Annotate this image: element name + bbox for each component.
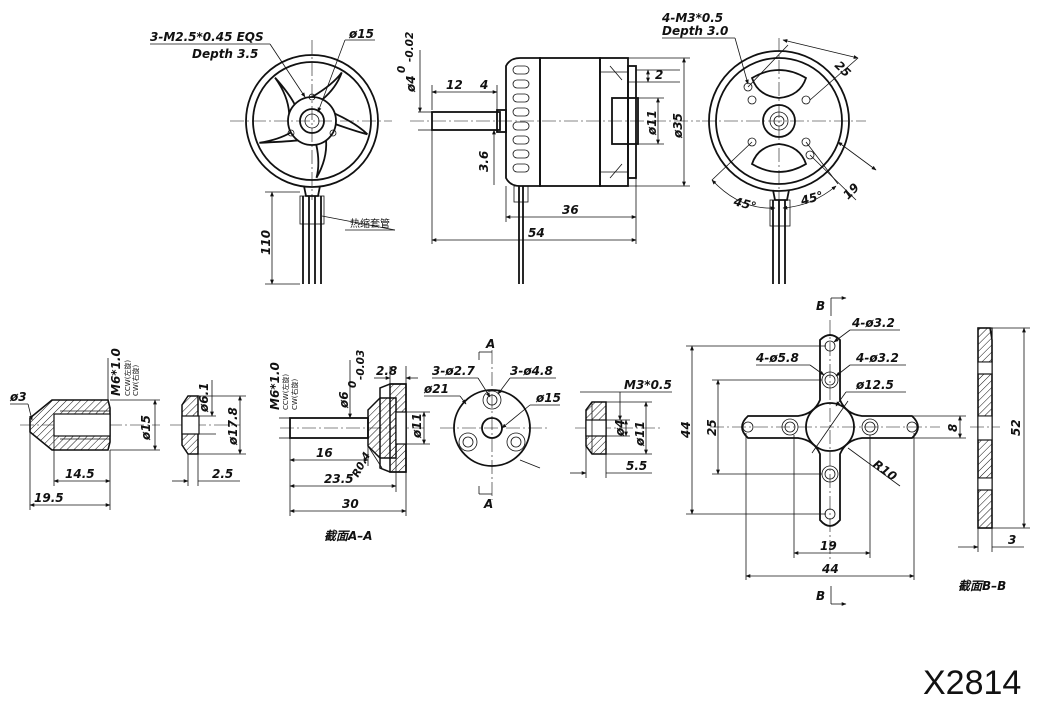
xm-center-hole: ø12.5 [855,378,894,392]
side-view: 12 4 ø4 0 -0.02 2 3.6 ø11 ø35 36 54 [396,32,700,284]
rotor-spoke [334,112,369,136]
xm-cut-b-bottom: B [816,589,825,603]
sv-dim-36: 36 [562,203,579,217]
rotor-spoke [259,131,298,144]
pa-len-30: 30 [342,497,359,511]
bell-vent-slot [512,79,530,89]
xm-holes-5-8: 4-ø5.8 [755,351,799,365]
washer: ø6.1 ø17.8 2.5 [170,380,246,486]
af-dia-21: ø21 [423,382,449,396]
cn-dia-11: ø11 [633,421,647,447]
collet-nut: M3*0.5 ø4 ø11 5.5 [570,378,672,478]
pa-cw: CW(右旋) [290,378,299,410]
spinner-thread: M6*1.0 [109,348,123,396]
pa-tol-bot: -0.03 [355,350,367,380]
spinner-nose: ø3 M6*1.0 CCW(左旋) CW(右旋) ø15 14.5 19.5 [9,348,160,510]
spinner-dia-15: ø15 [139,415,153,441]
xm-dim-19h: 19 [820,539,837,553]
washer-thick: 2.5 [212,467,233,481]
fv-thread-note: 3-M2.5*0.45 EQS [150,30,264,44]
pa-section: 截面A–A [324,529,373,543]
washer-dia-6-1: ø6.1 [197,382,211,413]
bell-vent-slot [512,93,530,103]
xm-dim-8: 8 [946,424,960,432]
sv-shaft-dia: ø4 [404,75,418,93]
fv-depth-note: Depth 3.5 [192,47,258,61]
pa-len-23-5: 23.5 [324,472,354,486]
rv-dim-25: 25 [832,58,854,80]
pa-tol-top: 0 [347,381,359,388]
sv-dim-11: ø11 [645,110,659,136]
xm-cut-b-top: B [816,299,825,313]
rv-angle-2: 45° [798,188,825,208]
xm-dim-44v: 44 [679,421,693,439]
sv-shaft-tol-bot: -0.02 [404,32,416,62]
pa-len-16: 16 [316,446,333,460]
pa-dim-2-8: 2.8 [376,364,397,378]
bell-vent-slot [512,149,530,159]
rotor-spoke [315,140,328,179]
pa-dia-6: ø6 [337,391,351,409]
cn-thread: M3*0.5 [624,378,672,392]
rv-angle-1: 45° [731,194,758,214]
ms-dim-52: 52 [1009,419,1023,436]
xm-radius: R10 [870,457,899,484]
x-mount: B B 4-ø3.2 4-ø5.8 4-ø3.2 ø12.5 44 25 8 [679,296,966,606]
sv-dim-35: ø35 [671,113,685,139]
rotor-spoke [274,77,296,114]
washer-dia-17-8: ø17.8 [226,407,240,446]
pa-dim-11: ø11 [410,413,424,439]
bell-vent-slot [512,121,530,131]
spinner-cw: CW(右旋) [131,364,140,396]
af-cut-a-bottom: A [483,497,493,511]
af-holes-small: 3-ø2.7 [432,364,475,378]
mount-section: 52 3 截面B–B [958,327,1030,593]
prop-adapter: M6*1.0 CCW(左旋) CW(右旋) ø6 0 -0.03 2.8 ø11… [268,350,430,543]
pa-ccw: CCW(左旋) [281,374,290,410]
sv-dim-2: 2 [655,68,663,82]
rear-view: 4-M3*0.5 Depth 3.0 25 19 45° 45° [661,11,877,284]
xm-holes-3-2-a: 4-ø3.2 [851,316,895,330]
spinner-len-19-5: 19.5 [34,491,64,505]
sv-dim-4: 4 [479,78,488,92]
af-cut-a-top: A [485,337,495,351]
sv-dim-12: 12 [446,78,463,92]
fv-heat-shrink: 热缩套管 [350,217,390,230]
fv-dia-15: ø15 [348,27,374,41]
model-number: X2814 [923,664,1021,701]
bell-vent-slot [512,163,530,173]
spinner-tip: ø3 [9,390,27,404]
spinner-ccw: CCW(左旋) [123,360,132,396]
ms-dim-3: 3 [1008,533,1016,547]
pa-thread: M6*1.0 [268,362,282,410]
af-holes-big: 3-ø4.8 [510,364,553,378]
front-view: 3-M2.5*0.45 EQS Depth 3.5 ø15 热缩套管 110 [150,27,396,285]
spinner-len-14-5: 14.5 [65,467,95,481]
xm-holes-3-2-b: 4-ø3.2 [855,351,899,365]
rotor-spoke [311,71,343,101]
ms-section: 截面B–B [958,579,1006,593]
cn-len: 5.5 [626,459,647,473]
fv-lead-len: 110 [259,230,273,255]
rv-thread-note: 4-M3*0.5 [661,11,723,25]
cn-dia-4: ø4 [613,419,627,437]
xm-dim-44h: 44 [821,562,839,576]
sv-shaft-tol-top: 0 [396,66,408,73]
adapter-face: A A 3-ø2.7 3-ø4.8 ø21 ø15 [423,337,561,511]
bell-vent-slot [512,65,530,75]
af-dia-15: ø15 [535,391,561,405]
xm-dim-25v: 25 [705,419,719,436]
bell-vent-slot [512,107,530,117]
sv-dim-3-6: 3.6 [477,151,491,172]
bell-vent-slot [512,135,530,145]
sv-dim-54: 54 [528,226,545,240]
rv-dim-19: 19 [840,180,862,202]
rv-depth-note: Depth 3.0 [662,24,728,38]
